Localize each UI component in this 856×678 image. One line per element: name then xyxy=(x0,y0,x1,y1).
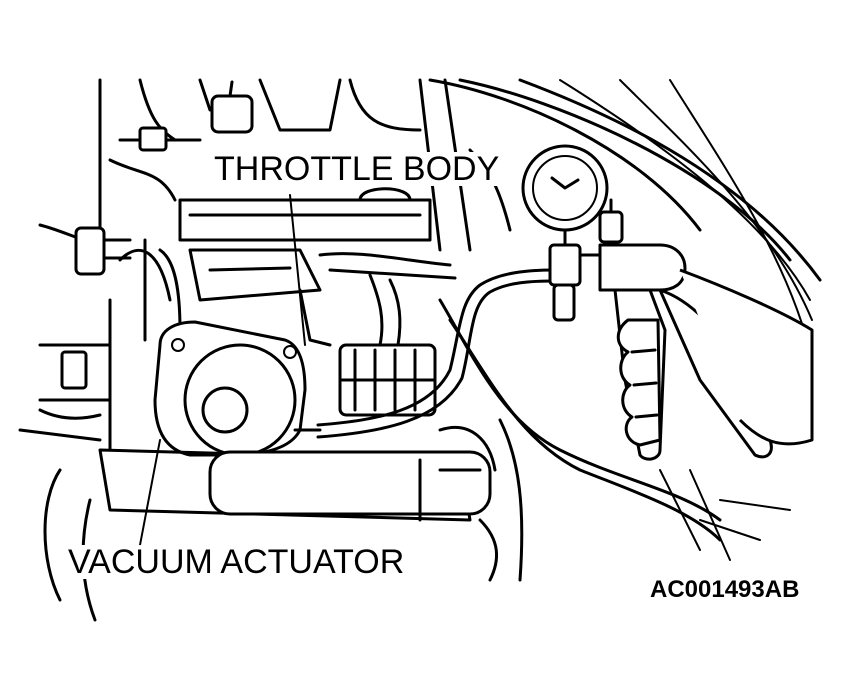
vacuum-hose xyxy=(316,268,722,542)
vacuum-actuator-label: VACUUM ACTUATOR xyxy=(66,543,407,581)
engine-middle-components xyxy=(18,248,457,452)
hand xyxy=(616,268,814,447)
figure-code: AC001493AB xyxy=(650,576,800,603)
vacuum-actuator xyxy=(153,320,322,457)
vacuum-gauge xyxy=(521,144,624,322)
engine-upper-components xyxy=(38,78,512,342)
leader-lines xyxy=(139,194,306,546)
engine-lower-components xyxy=(43,418,524,622)
throttle-body-label: THROTTLE BODY xyxy=(212,150,502,188)
fender-lines xyxy=(428,78,822,561)
